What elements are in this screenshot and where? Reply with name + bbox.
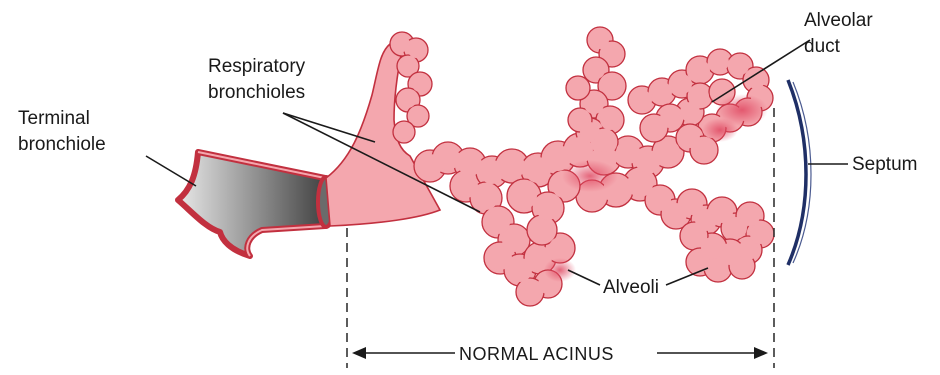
alveolus-fill <box>412 76 428 92</box>
alveolus-fill <box>672 74 692 94</box>
alveolus-fill <box>400 92 416 108</box>
alveolus-fill <box>511 183 537 209</box>
alveolus-fill <box>644 118 664 138</box>
septum-arc <box>788 80 811 265</box>
respiratory-bronchiole <box>326 44 440 226</box>
alveolus-fill <box>603 45 621 63</box>
alveolus-fill <box>684 226 704 246</box>
alveolus-fill <box>694 140 714 160</box>
alveolus-fill <box>690 60 710 80</box>
alveolus-fill <box>600 110 620 130</box>
alveolus-fill <box>570 80 586 96</box>
alveolus-fill <box>587 61 605 79</box>
alveolus-fill <box>738 240 758 260</box>
alveolus-fill <box>652 82 672 102</box>
alveolus-fill <box>691 87 709 105</box>
alveolus-fill <box>733 257 751 275</box>
respiratory-bronchioles-label: Respiratory bronchioles <box>208 56 310 103</box>
alveolus-fill <box>602 76 622 96</box>
alveolus-fill <box>499 153 525 179</box>
alveolus-fill <box>458 152 482 176</box>
terminal-bronchiole-tube <box>178 152 334 256</box>
alveolus-fill <box>627 171 653 197</box>
alveolus-fill <box>436 146 460 170</box>
alveolus-fill <box>584 94 604 114</box>
alveolus-fill <box>731 57 749 75</box>
alveolus-fill <box>486 210 510 234</box>
alveolus-fill <box>454 174 478 198</box>
alveolus-fill <box>656 140 680 164</box>
terminal-bronchiole-leader <box>146 156 196 186</box>
alveolus-fill <box>411 109 425 123</box>
alveolus-fill <box>594 132 614 152</box>
alveolus-fill <box>591 31 609 49</box>
alveolus-fill <box>572 112 588 128</box>
terminal-bronchiole-label: Terminal bronchiole <box>18 108 106 155</box>
alveolus-fill <box>488 246 512 270</box>
alveolus-fill <box>397 125 411 139</box>
alveolus-fill <box>708 258 728 278</box>
alveolus-fill <box>680 102 700 122</box>
alveolus-fill <box>711 53 729 71</box>
alveolus-fill <box>740 206 760 226</box>
alveolus-fill <box>474 186 498 210</box>
alveolus-fill <box>394 36 410 52</box>
alveolar-duct-label: Alveolar duct <box>804 10 878 57</box>
alveolus-fill <box>520 282 540 302</box>
alveolus-fill <box>508 258 532 282</box>
alveolus-fill <box>536 196 560 220</box>
alveolus-fill <box>401 59 415 73</box>
alveoli-label: Alveoli <box>603 277 659 298</box>
alveolus-fill <box>549 237 571 259</box>
alveolus-fill <box>750 224 770 244</box>
alveoli-leader-1 <box>568 270 600 285</box>
alveolus-fill <box>408 42 424 58</box>
septum-label: Septum <box>852 154 917 175</box>
alveolus-fill <box>632 90 652 110</box>
alveolus-fill <box>531 219 553 241</box>
normal-acinus-label: NORMAL ACINUS <box>459 344 614 364</box>
